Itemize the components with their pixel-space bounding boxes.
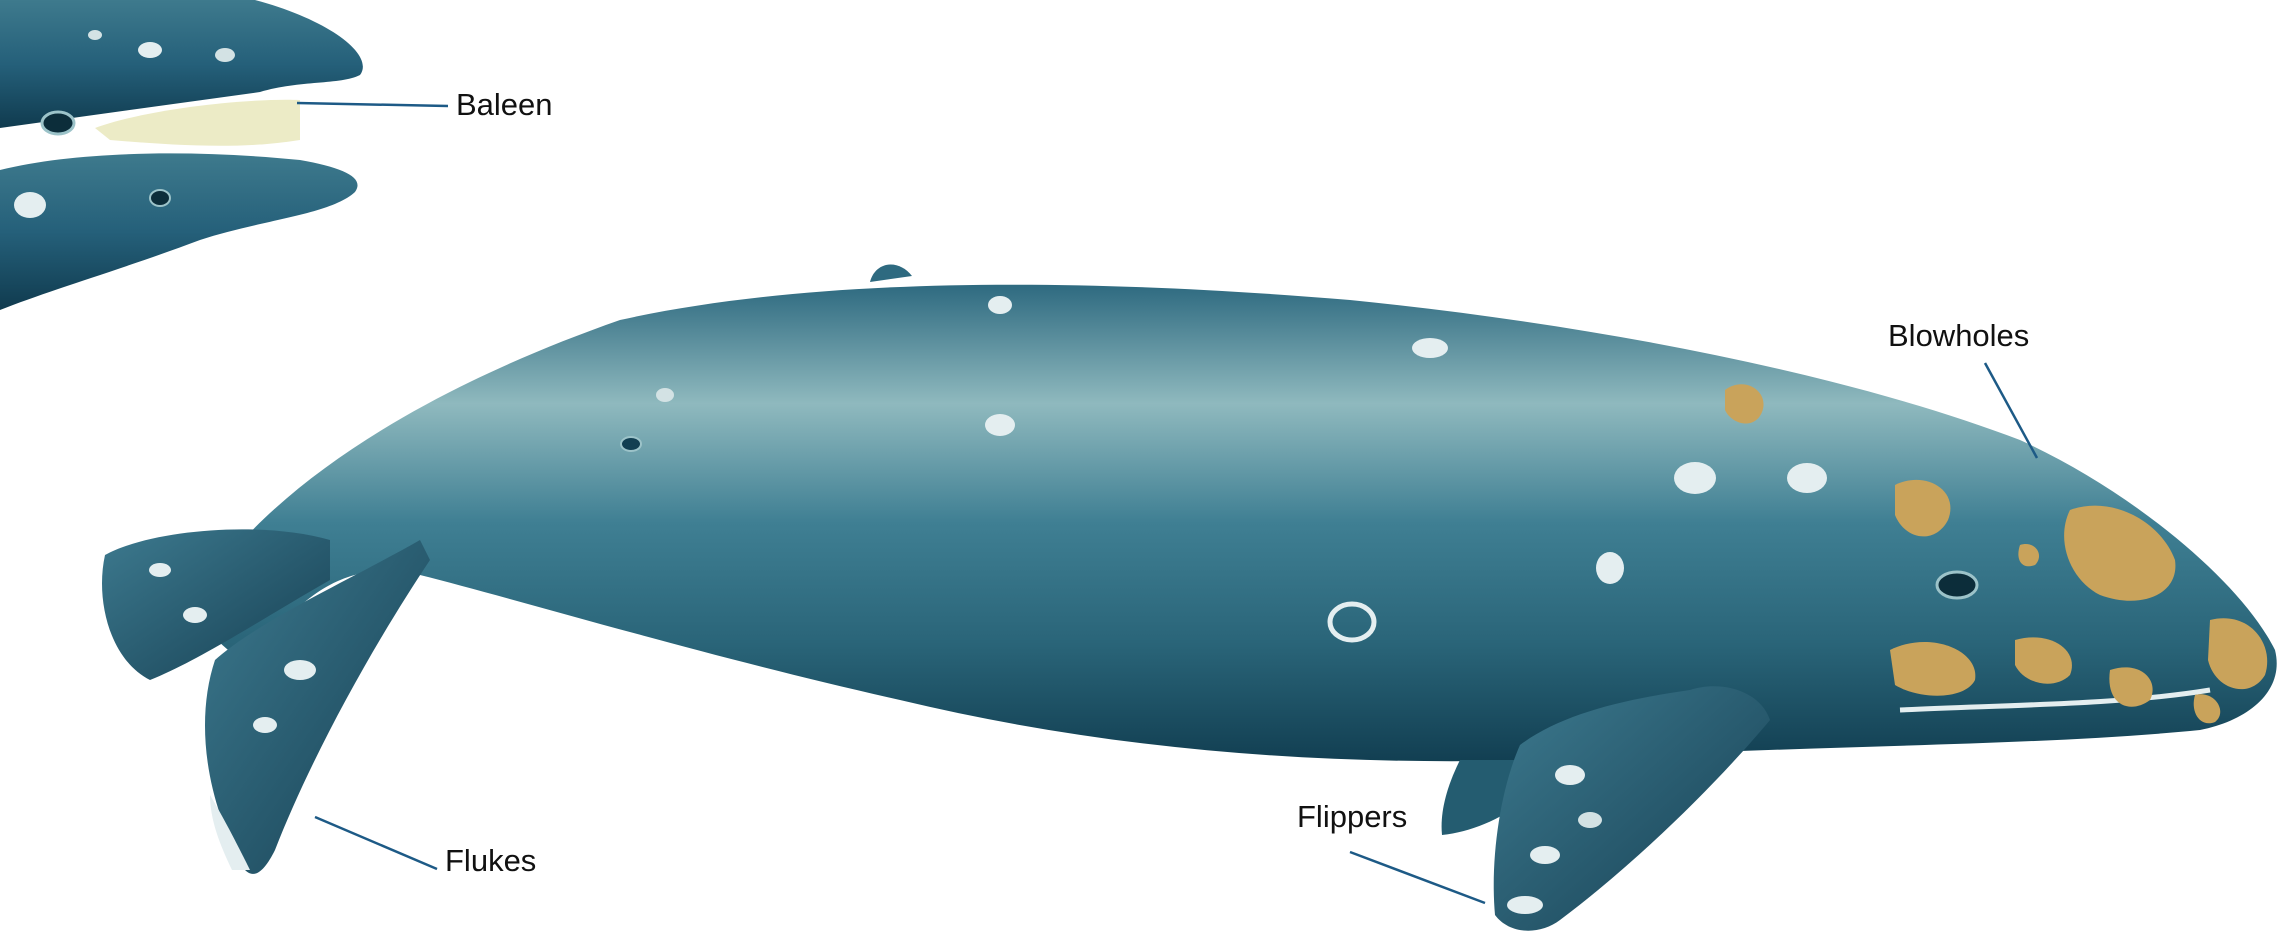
baleen-leader-line [297, 103, 448, 106]
flukes-leader-line [315, 817, 437, 869]
inset-eye-icon [42, 112, 74, 134]
baleen-label: Baleen [456, 87, 553, 123]
eye-icon [1937, 572, 1977, 598]
flippers-leader-line [1350, 852, 1485, 903]
head-inset [0, 0, 363, 310]
flippers-label: Flippers [1297, 799, 1407, 835]
blowholes-label: Blowholes [1888, 318, 2029, 354]
flukes-label: Flukes [445, 843, 536, 879]
flukes [102, 529, 430, 874]
